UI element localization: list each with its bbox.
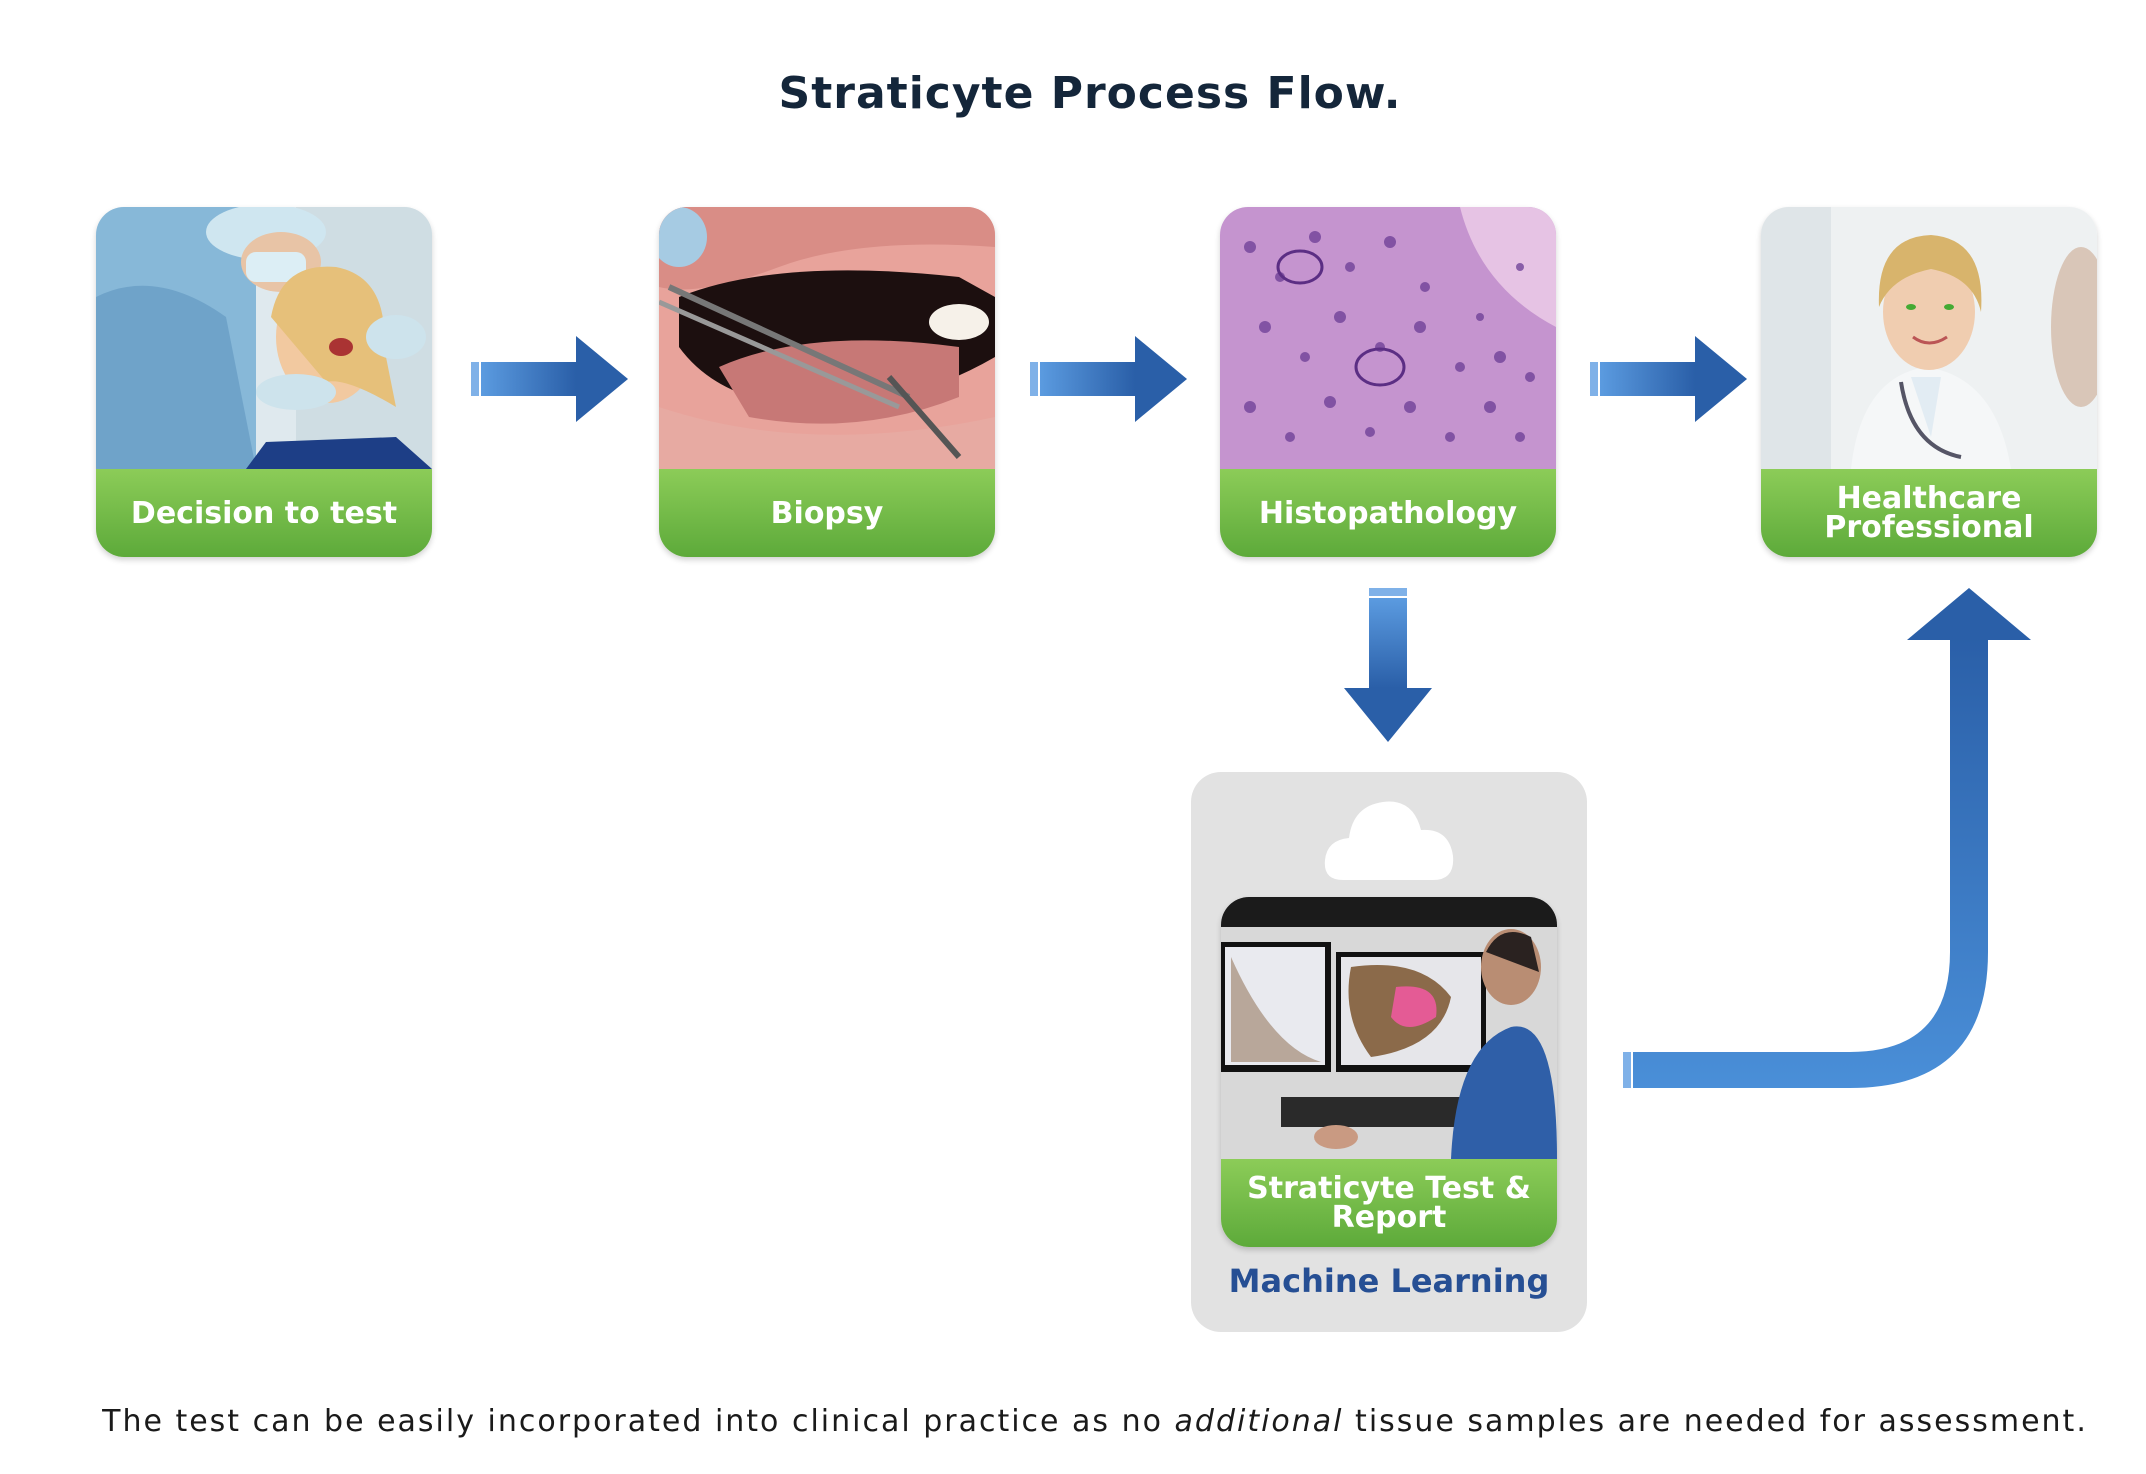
step-label: Biopsy (659, 469, 995, 557)
arrow-curved-up (1623, 588, 2031, 1088)
machine-learning-caption: Machine Learning (1228, 1262, 1550, 1300)
analyst-workstation-photo-icon (1221, 897, 1557, 1159)
step-card-decision-to-test: Decision to test (96, 207, 432, 557)
dentist-photo-icon (96, 207, 432, 469)
footer-text-start: The test can be easily incorporated into… (102, 1404, 1175, 1439)
footer-note: The test can be easily incorporated into… (0, 1404, 2146, 1439)
arrow-down (1344, 588, 1432, 742)
step-label: Straticyte Test & Report (1221, 1159, 1557, 1247)
step-card-healthcare-professional: Healthcare Professional (1761, 207, 2097, 557)
page-title: Straticyte Process Flow. (778, 68, 1402, 119)
doctor-photo-icon (1761, 207, 2097, 469)
step-card-straticyte-test-report: Straticyte Test & Report (1221, 897, 1557, 1247)
step-label: Histopathology (1220, 469, 1556, 557)
arrow-right-1 (471, 336, 628, 422)
footer-emphasis: additional (1174, 1404, 1344, 1439)
arrow-right-3 (1590, 336, 1747, 422)
step-label: Healthcare Professional (1761, 469, 2097, 557)
step-card-histopathology: Histopathology (1220, 207, 1556, 557)
biopsy-photo-icon (659, 207, 995, 469)
histology-photo-icon (1220, 207, 1556, 469)
cloud-icon (1324, 801, 1454, 880)
step-card-biopsy: Biopsy (659, 207, 995, 557)
step-label: Decision to test (96, 469, 432, 557)
arrow-right-2 (1030, 336, 1187, 422)
footer-text-end: tissue samples are needed for assessment… (1343, 1404, 2088, 1439)
